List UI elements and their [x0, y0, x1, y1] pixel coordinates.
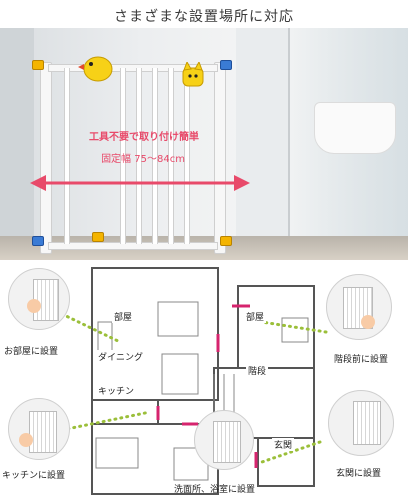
duck-icon	[78, 56, 113, 82]
fix-width-label: 固定幅 75～84cm	[101, 154, 185, 165]
feature-label: 工具不要で取り付け簡単	[89, 132, 199, 143]
gate-bottom-rail	[48, 242, 218, 250]
gate-bar	[184, 68, 190, 244]
bathtub	[314, 102, 396, 154]
place-label-kitchen: キッチンに設置	[2, 471, 66, 481]
gate-bar	[168, 68, 174, 244]
place-stairs-illustration	[326, 274, 392, 340]
product-photo: 工具不要で取り付け簡単 固定幅 75～84cm	[0, 28, 408, 260]
place-kitchen-illustration	[8, 398, 70, 460]
door-frame-left	[0, 28, 34, 260]
pressure-bumper-icon	[220, 60, 232, 70]
room-label-left: 部屋	[112, 310, 135, 323]
pressure-bumper-icon	[32, 60, 44, 70]
gate-top-rail	[48, 64, 218, 72]
lock-knob-icon	[92, 232, 104, 242]
cat-icon	[182, 62, 204, 87]
place-label-entrance: 玄関に設置	[336, 469, 382, 479]
width-arrow-icon	[30, 175, 250, 191]
gate-bar	[64, 68, 70, 244]
gate-icon	[353, 401, 381, 445]
place-entrance-illustration	[328, 390, 394, 456]
pressure-bumper-icon	[32, 236, 44, 246]
room-label-dining: ダイニング	[96, 350, 146, 363]
door-frame-right	[236, 28, 290, 260]
gate-icon	[213, 421, 241, 463]
floor-plan: 部屋 部屋 ダイニング キッチン 階段 玄関 お部屋に設置 キッチンに設置 洗面…	[0, 262, 408, 500]
room-label-entrance: 玄関	[272, 438, 295, 451]
gate-bar	[120, 68, 126, 244]
pressure-bumper-icon	[220, 236, 232, 246]
floor-plan-drawing	[60, 267, 328, 495]
gate-post-left	[40, 62, 52, 254]
room-label-stairs: 階段	[246, 364, 269, 377]
place-label-washroom: 洗面所、浴室に設置	[174, 485, 256, 495]
place-washroom-illustration	[194, 410, 254, 470]
baby-icon	[361, 315, 375, 329]
gate-bar	[152, 68, 158, 244]
page-title: さまざまな設置場所に対応	[114, 9, 294, 25]
place-room-illustration	[8, 268, 70, 330]
gate-icon	[29, 411, 57, 453]
gate-bar	[136, 68, 142, 244]
baby-icon	[19, 433, 33, 447]
place-label-stairs: 階段前に設置	[334, 355, 389, 365]
room-label-kitchen: キッチン	[96, 384, 137, 397]
baby-icon	[27, 299, 41, 313]
place-label-room: お部屋に設置	[4, 347, 59, 357]
room-label-right: 部屋	[244, 310, 267, 323]
